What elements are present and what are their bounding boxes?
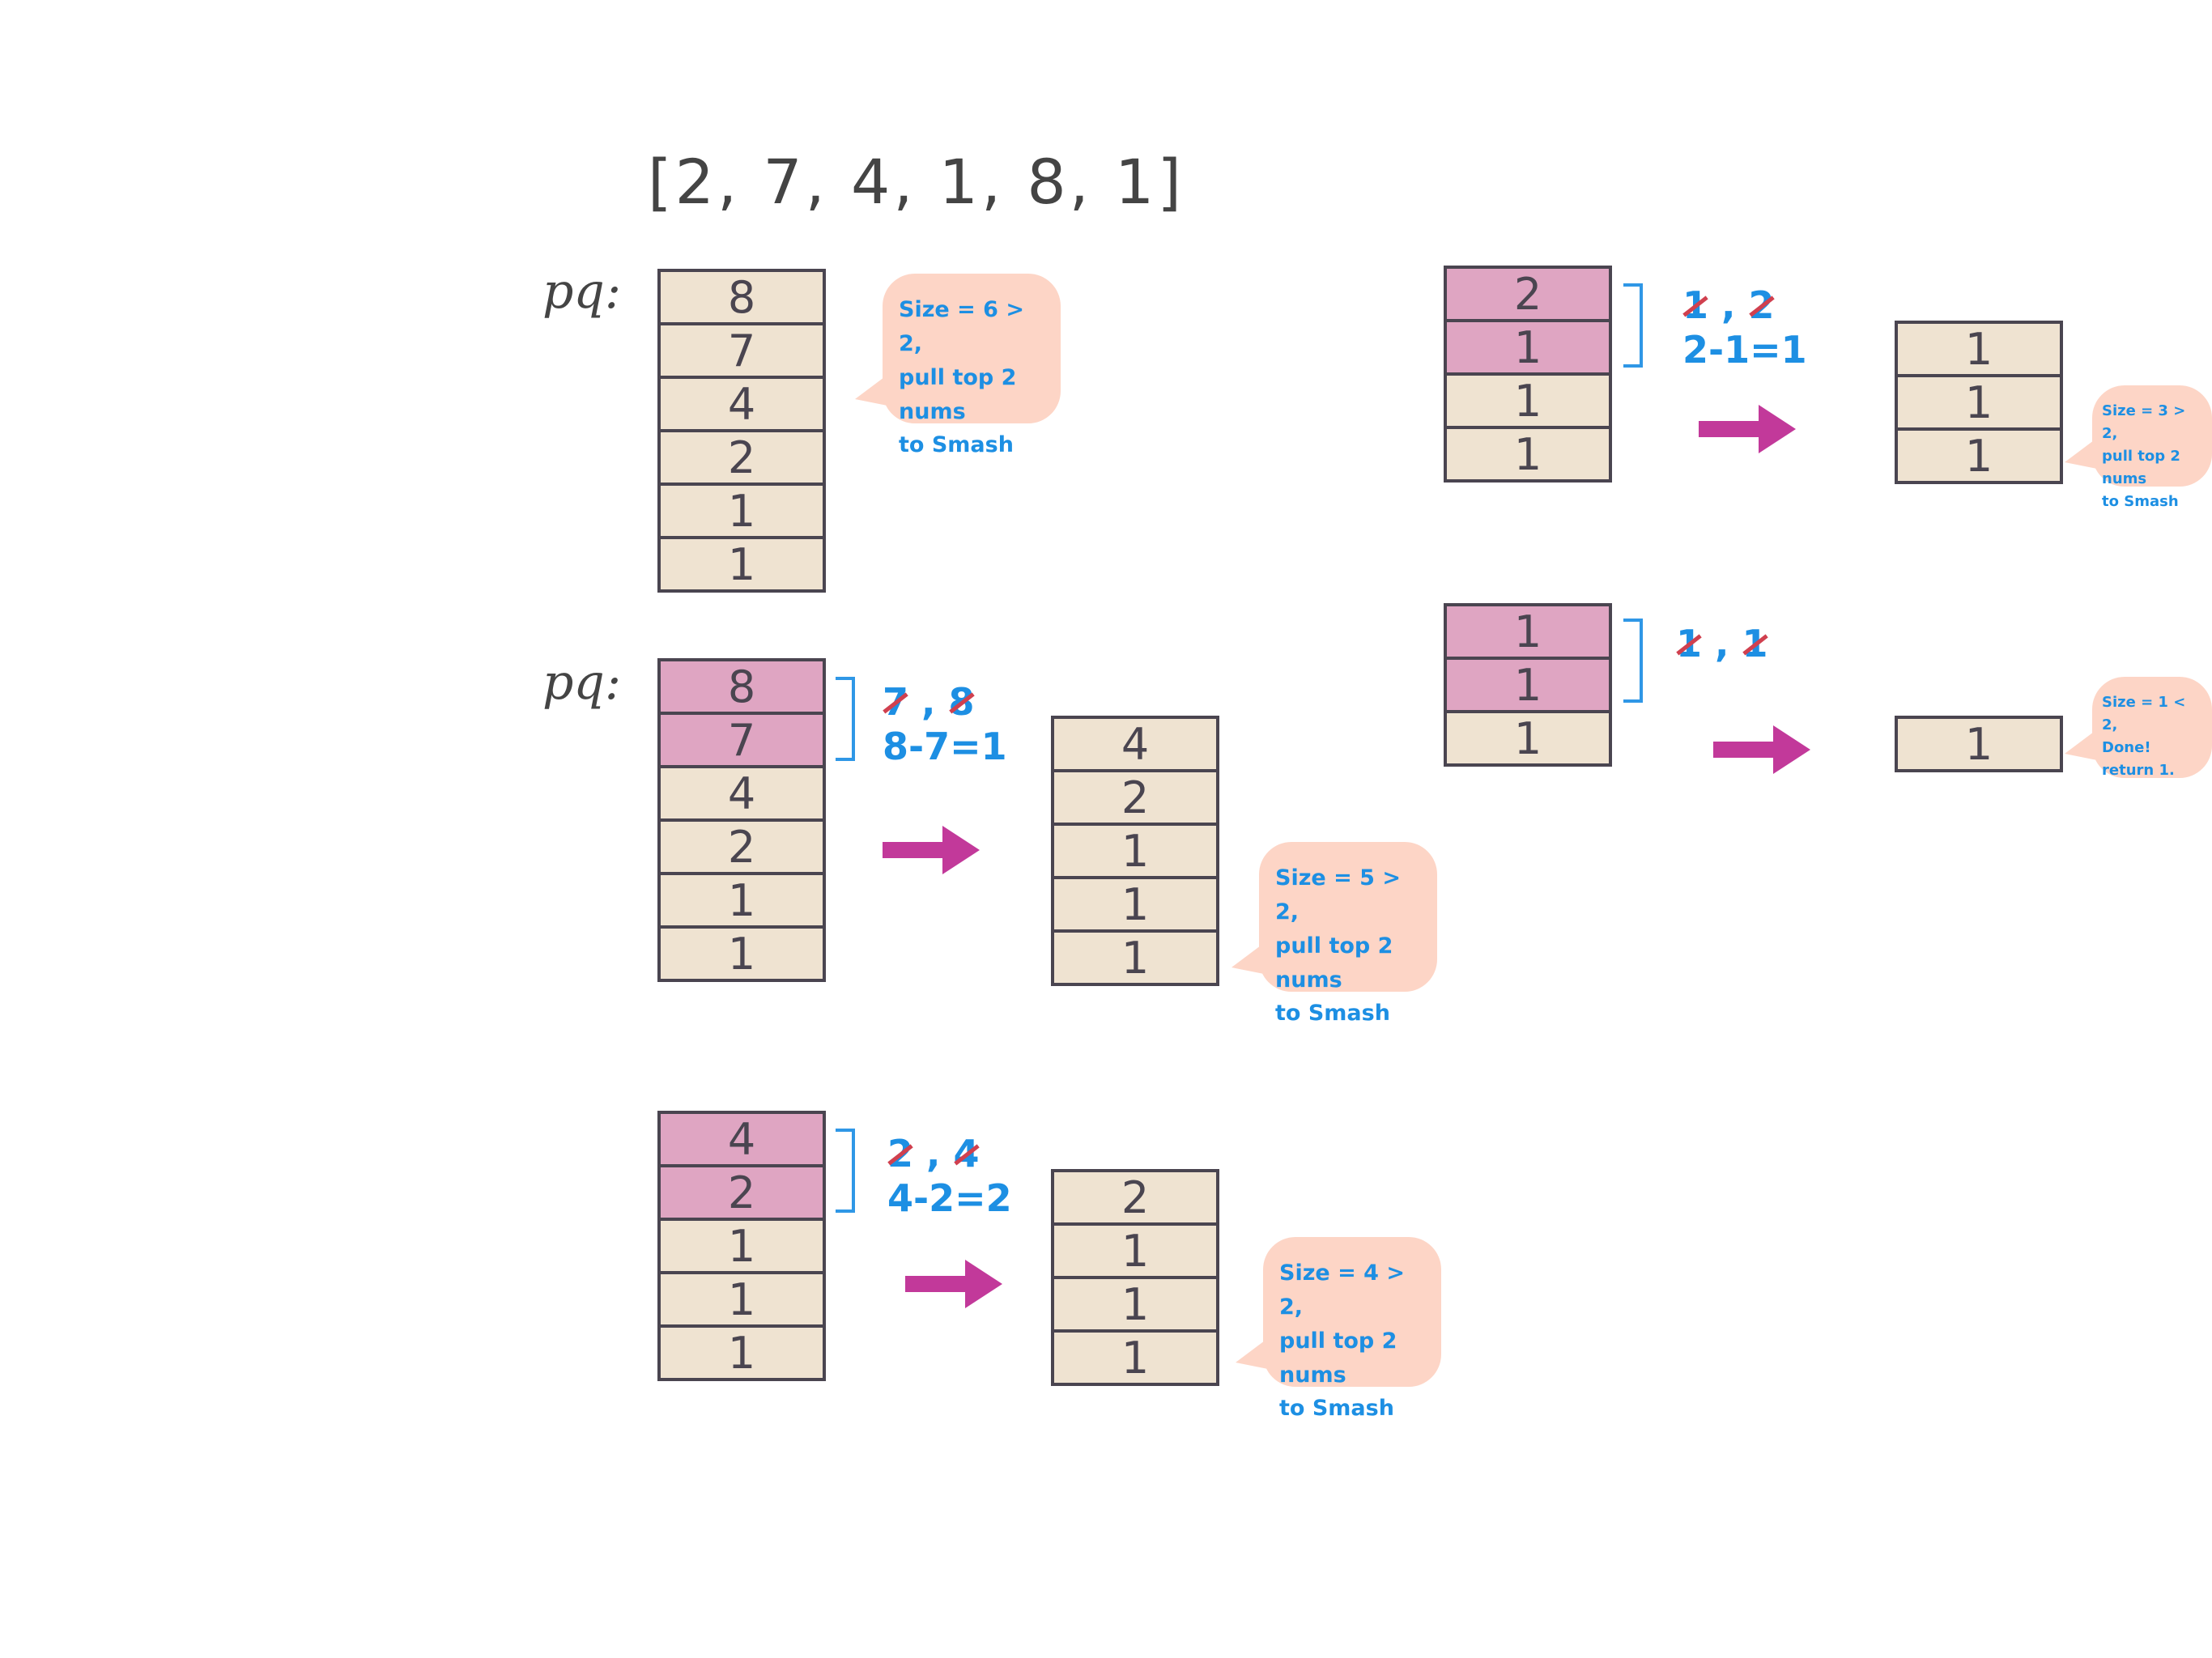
smash1-arrow-icon xyxy=(883,826,980,874)
crossed-out-value: 4 xyxy=(953,1132,980,1175)
initial-speech-bubble: Size = 6 > 2, pull top 2 nums to Smash xyxy=(855,274,1061,457)
smash2-arrow-icon xyxy=(905,1260,1002,1308)
smash2-stack-cell: 1 xyxy=(657,1271,826,1328)
separator: , xyxy=(908,680,949,724)
smash2-result-stack-cell: 2 xyxy=(1051,1169,1219,1226)
smash2-stack-cell: 4 xyxy=(657,1111,826,1167)
smash4-result-stack-cell: 1 xyxy=(1895,716,2063,772)
smash2-calculation: 4-2=2 xyxy=(887,1176,1012,1221)
smash1-result-stack-cell: 1 xyxy=(1051,929,1219,986)
initial-stack-cell: 1 xyxy=(657,483,826,539)
crossed-out-value: 2 xyxy=(1748,283,1775,327)
smash4-notes: 1 , 1 xyxy=(1676,622,1768,666)
smash1-stack-cell: 4 xyxy=(657,765,826,822)
crossed-out-value: 8 xyxy=(948,680,975,724)
smash2-speech-bubble: Size = 4 > 2, pull top 2 nums to Smash xyxy=(1236,1237,1441,1421)
initial-stack-cell: 1 xyxy=(657,536,826,593)
smash3-result-stack-cell: 1 xyxy=(1895,321,2063,377)
smash3-speech-bubble: Size = 3 > 2, pull top 2 nums to Smash xyxy=(2065,385,2212,510)
smash4-result-stack: 1 xyxy=(1895,716,2063,772)
input-array: [2, 7, 4, 1, 8, 1] xyxy=(648,146,1185,218)
smash3-stack-cell: 1 xyxy=(1444,319,1612,376)
smash1-bracket xyxy=(836,677,855,761)
smash1-stack-cell: 7 xyxy=(657,712,826,768)
smash3-stack-cell: 1 xyxy=(1444,426,1612,483)
smash4-bracket xyxy=(1623,619,1643,703)
separator: , xyxy=(913,1132,954,1175)
initial-stack-cell: 8 xyxy=(657,269,826,325)
smash1-result-stack-cell: 4 xyxy=(1051,716,1219,772)
smash1-result-stack-cell: 1 xyxy=(1051,876,1219,933)
pq-label-1: pq: xyxy=(542,263,622,320)
smash3-crossed-values: 1 , 2 xyxy=(1682,283,1807,328)
crossed-out-value: 2 xyxy=(887,1132,914,1175)
smash4-stack-cell: 1 xyxy=(1444,710,1612,767)
smash2-crossed-values: 2 , 4 xyxy=(887,1132,1012,1176)
smash1-result-stack-cell: 2 xyxy=(1051,769,1219,826)
smash1-crossed-values: 7 , 8 xyxy=(883,680,1007,725)
smash2-result-stack-cell: 1 xyxy=(1051,1222,1219,1279)
initial-stack-cell: 2 xyxy=(657,429,826,486)
smash3-result-stack-cell: 1 xyxy=(1895,427,2063,484)
smash1-calculation: 8-7=1 xyxy=(883,725,1007,769)
smash2-stack-cell: 2 xyxy=(657,1164,826,1221)
smash3-stack-cell: 1 xyxy=(1444,372,1612,429)
smash4-stack-cell: 1 xyxy=(1444,657,1612,713)
smash4-speech-bubble: Size = 1 < 2, Done! return 1. xyxy=(2065,677,2212,779)
smash2-bracket xyxy=(836,1129,855,1213)
smash3-result-stack-cell: 1 xyxy=(1895,374,2063,431)
smash3-bracket xyxy=(1623,283,1643,368)
pq-label-2: pq: xyxy=(542,654,622,711)
crossed-out-value: 1 xyxy=(1676,622,1703,665)
initial-stack-cell: 7 xyxy=(657,322,826,379)
smash2-stack-cell: 1 xyxy=(657,1324,826,1381)
smash2-stack-cell: 1 xyxy=(657,1218,826,1274)
separator: , xyxy=(1702,622,1742,665)
smash4-stack-cell: 1 xyxy=(1444,603,1612,660)
crossed-out-value: 1 xyxy=(1682,283,1709,327)
smash3-stack-cell: 2 xyxy=(1444,266,1612,322)
smash1-stack-cell: 1 xyxy=(657,872,826,929)
crossed-out-value: 1 xyxy=(1742,622,1768,665)
smash1-speech-bubble: Size = 5 > 2, pull top 2 nums to Smash xyxy=(1231,842,1437,1026)
smash2-result-stack-cell: 1 xyxy=(1051,1329,1219,1386)
smash2-result-stack-cell: 1 xyxy=(1051,1276,1219,1333)
crossed-out-value: 7 xyxy=(883,680,909,724)
smash4-crossed-values: 1 , 1 xyxy=(1676,622,1768,666)
smash1-result-stack-cell: 1 xyxy=(1051,823,1219,879)
smash1-stack-cell: 1 xyxy=(657,925,826,982)
smash3-calculation: 2-1=1 xyxy=(1682,328,1807,372)
smash1-stack-cell: 2 xyxy=(657,818,826,875)
smash1-stack-cell: 8 xyxy=(657,658,826,715)
initial-stack-cell: 4 xyxy=(657,376,826,432)
smash3-arrow-icon xyxy=(1699,405,1796,453)
separator: , xyxy=(1708,283,1749,327)
smash4-arrow-icon xyxy=(1713,725,1810,774)
